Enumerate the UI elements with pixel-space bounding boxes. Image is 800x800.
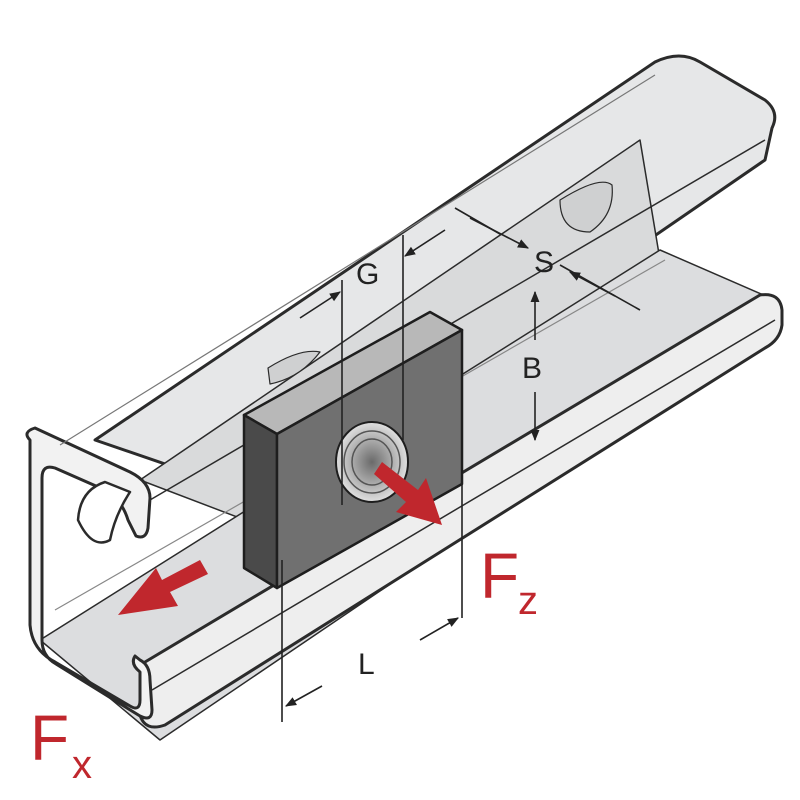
s-arrow-bottom — [569, 271, 616, 297]
dimension-lines — [281, 207, 641, 722]
nut-side-face — [242, 413, 279, 590]
nut-thread-ring-1 — [343, 430, 401, 494]
fx-subscript: x — [72, 743, 92, 787]
s-arrow-top — [469, 217, 529, 249]
channel-back-slot-2 — [267, 350, 321, 385]
l-arrow-right — [419, 617, 459, 641]
channel-bottom-lip-line — [151, 319, 776, 691]
fz-label: F — [480, 540, 519, 612]
channel-front-flange — [138, 293, 784, 729]
s-label: S — [534, 246, 554, 279]
g-arrow-left — [299, 291, 341, 319]
b-label: B — [522, 352, 542, 385]
g-label: G — [356, 258, 379, 291]
channel-back-slot-1 — [559, 181, 613, 233]
l-label: L — [358, 648, 375, 681]
channel-end-slot — [76, 480, 132, 544]
fz-subscript: z — [518, 579, 538, 623]
fx-force-arrow — [118, 560, 208, 615]
fx-label: F — [30, 702, 69, 774]
force-arrows — [118, 462, 442, 615]
channel-top-lip-line-2 — [59, 74, 656, 446]
l-arrow-left — [285, 685, 323, 707]
nut-thread-ring-2 — [351, 438, 393, 486]
fz-force-arrow — [374, 462, 442, 525]
g-arrow-right — [404, 229, 446, 257]
